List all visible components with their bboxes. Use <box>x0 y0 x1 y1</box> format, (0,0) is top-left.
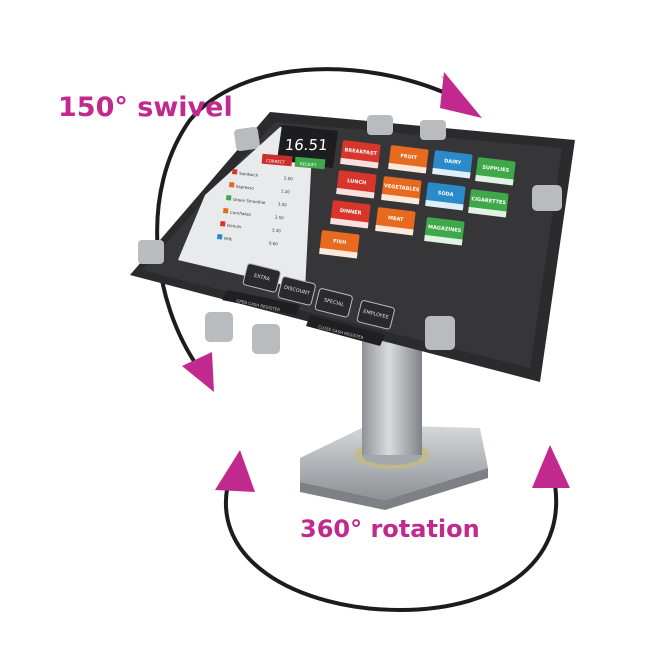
function-key[interactable]: EXTRA <box>242 263 281 293</box>
swivel-label: 150° swivel <box>58 92 233 123</box>
clamp-bottom-1 <box>205 312 233 342</box>
clamp-top-2 <box>420 120 446 140</box>
rotation-arrow-icon <box>215 450 255 492</box>
category-tile[interactable]: LUNCH <box>336 170 377 199</box>
category-tile[interactable]: SODA <box>425 182 466 211</box>
rotation-label: 360° rotation <box>300 515 480 543</box>
category-label: DINNER <box>340 208 362 217</box>
item-name: Milk <box>224 236 233 242</box>
receipt-row[interactable]: Donuts 3.30 <box>220 221 282 233</box>
category-tile[interactable]: MEAT <box>375 207 416 236</box>
item-name: Cornflakes <box>230 210 251 217</box>
function-key[interactable]: DISCOUNT <box>277 276 316 306</box>
category-tile[interactable]: FRUIT <box>388 145 429 174</box>
swivel-arrow-icon <box>440 72 482 118</box>
item-name: Espresso <box>236 184 255 191</box>
item-price: 3.50 <box>278 201 288 207</box>
category-tile[interactable]: FISH <box>319 230 360 259</box>
item-icon <box>220 221 226 227</box>
total-display: 16.51 <box>284 136 329 154</box>
category-label: FISH <box>333 238 347 246</box>
category-tile[interactable]: DINNER <box>330 200 371 229</box>
item-price: 1.20 <box>281 188 291 194</box>
clamp-right <box>532 185 562 211</box>
category-label: VEGETABLES <box>384 183 421 193</box>
rotation-arrow-icon <box>532 445 570 488</box>
item-icon <box>217 234 223 240</box>
clamp-bottom-right <box>425 316 455 350</box>
category-grid: BREAKFAST FRUIT DAIRY SUPPLIES LUNCH VEGETABL… <box>319 140 516 259</box>
function-key-label: SPECIAL <box>323 297 345 308</box>
category-label: LUNCH <box>347 178 367 186</box>
category-label: SODA <box>437 190 454 198</box>
item-icon <box>225 195 232 201</box>
swivel-arc <box>155 67 451 372</box>
close-day-button[interactable]: CLOSE DAY <box>183 278 206 288</box>
open-register-button[interactable] <box>222 290 300 315</box>
item-name: Donuts <box>227 223 242 229</box>
category-tile[interactable]: MAGAZINES <box>424 217 465 246</box>
swivel-arrow-icon <box>182 352 214 392</box>
close-register-button[interactable] <box>306 315 385 346</box>
item-icon <box>232 169 238 175</box>
correct-button[interactable] <box>261 153 293 167</box>
receipt-panel <box>178 127 313 290</box>
receipt-row[interactable]: Espresso 1.20 <box>229 182 291 194</box>
receipt-row[interactable]: Green Smoothie 3.50 <box>225 195 288 207</box>
category-label: DAIRY <box>444 158 462 166</box>
category-tile[interactable]: DAIRY <box>432 150 473 179</box>
function-key[interactable]: EMPLOYEE <box>356 300 395 330</box>
item-price: 0.60 <box>269 240 279 246</box>
category-tile[interactable]: SUPPLIES <box>475 157 516 186</box>
rotation-arc <box>224 469 559 613</box>
function-key-label: EXTRA <box>253 273 271 283</box>
svg-text:CORRECT: CORRECT <box>266 158 286 165</box>
category-tile[interactable]: BREAKFAST <box>340 140 381 169</box>
receipt-button[interactable] <box>294 156 326 170</box>
receipt-row[interactable]: Cornflakes 2.50 <box>223 208 285 220</box>
item-icon <box>229 182 235 188</box>
item-price: 2.00 <box>284 175 294 181</box>
category-label: CIGARETTES <box>471 196 507 206</box>
stand-pole <box>362 335 422 455</box>
svg-text:RECEIPT: RECEIPT <box>300 161 318 167</box>
clamp-bottom-2 <box>252 324 280 354</box>
category-label: MEAT <box>388 215 404 223</box>
category-label: SUPPLIES <box>482 165 510 174</box>
receipt-row[interactable]: Sandwich 2.00 <box>232 169 294 181</box>
category-tile[interactable]: VEGETABLES <box>381 176 422 205</box>
clamp-left <box>138 240 164 264</box>
function-keys: EXTRA DISCOUNT SPECIAL EMPLOYEE <box>242 263 395 330</box>
forward-button[interactable]: FORWARD <box>208 270 229 280</box>
item-price: 2.50 <box>275 214 285 220</box>
item-price: 3.30 <box>272 227 282 233</box>
function-key[interactable]: SPECIAL <box>314 288 353 318</box>
clamp-top-left <box>234 126 260 152</box>
item-name: Green Smoothie <box>233 197 266 205</box>
category-tile[interactable]: CIGARETTES <box>468 189 509 218</box>
item-icon <box>223 208 229 214</box>
item-name: Sandwich <box>239 171 259 178</box>
category-label: FRUIT <box>400 153 418 161</box>
back-button[interactable]: BACK <box>183 264 195 272</box>
clamp-top-1 <box>367 115 393 135</box>
category-label: BREAKFAST <box>344 147 378 157</box>
category-label: MAGAZINES <box>428 224 462 234</box>
receipt-row[interactable]: Milk 0.60 <box>217 234 279 246</box>
